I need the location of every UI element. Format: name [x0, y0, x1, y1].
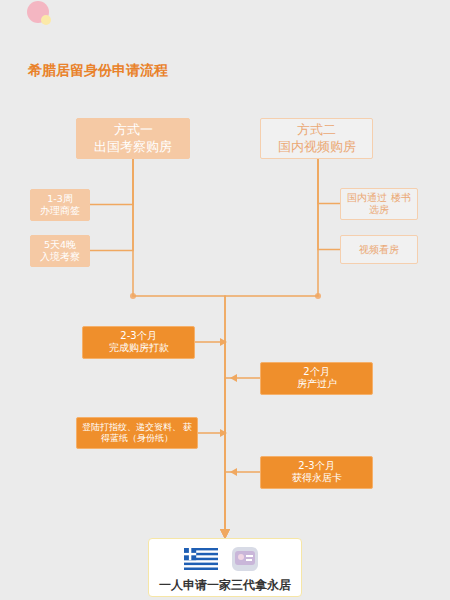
flow-connector	[90, 159, 133, 205]
flow-connector	[198, 433, 225, 538]
box-heading: 方式一	[114, 122, 153, 138]
step-box: 5天4晚入境考察	[30, 235, 90, 267]
diagram-title: 希腊居留身份申请流程	[28, 62, 168, 80]
flow-connector	[225, 378, 260, 538]
process-box: 2个月房产过户	[260, 362, 373, 395]
box-text: 办理商签	[40, 205, 80, 217]
box-heading: 方式二	[297, 122, 336, 138]
flow-connector	[318, 159, 340, 250]
process-box: 2-3个月完成购房打款	[82, 326, 195, 359]
box-text: 房产过户	[297, 378, 337, 391]
route-box: 方式一出国考察购房	[76, 118, 190, 159]
flow-connector	[195, 342, 225, 538]
box-text: 登陆打指纹、递交资料、 获得蓝纸（身份纸）	[80, 422, 194, 443]
box-heading: 5天4晚	[44, 239, 76, 251]
box-text: 国内视频购房	[278, 139, 356, 155]
flow-connector	[318, 159, 340, 204]
result-box: 一人申请一家三代拿永居	[148, 538, 302, 597]
flow-connector	[225, 472, 260, 538]
box-text: 视频看房	[359, 244, 399, 256]
box-heading: 2-3个月	[298, 460, 334, 473]
box-text: 出国考察购房	[94, 139, 172, 155]
process-box: 2-3个月获得永居卡	[260, 456, 373, 489]
flow-connector	[90, 159, 133, 251]
box-text: 国内通过 楼书选房	[344, 192, 414, 216]
box-text: 完成购房打款	[109, 342, 169, 355]
box-heading: 2-3个月	[120, 330, 156, 343]
route-box: 方式二国内视频购房	[260, 118, 373, 159]
box-heading: 2个月	[303, 366, 329, 379]
box-text: 一人申请一家三代拿永居	[159, 578, 291, 593]
box-heading: 1-3周	[47, 193, 73, 205]
step-box: 视频看房	[340, 235, 418, 264]
box-text: 获得永居卡	[292, 472, 342, 485]
logo-dot	[41, 15, 51, 25]
step-box: 国内通过 楼书选房	[340, 188, 418, 220]
box-text: 入境考察	[40, 251, 80, 263]
step-box: 1-3周办理商签	[30, 189, 90, 221]
process-box: 登陆打指纹、递交资料、 获得蓝纸（身份纸）	[76, 417, 198, 449]
